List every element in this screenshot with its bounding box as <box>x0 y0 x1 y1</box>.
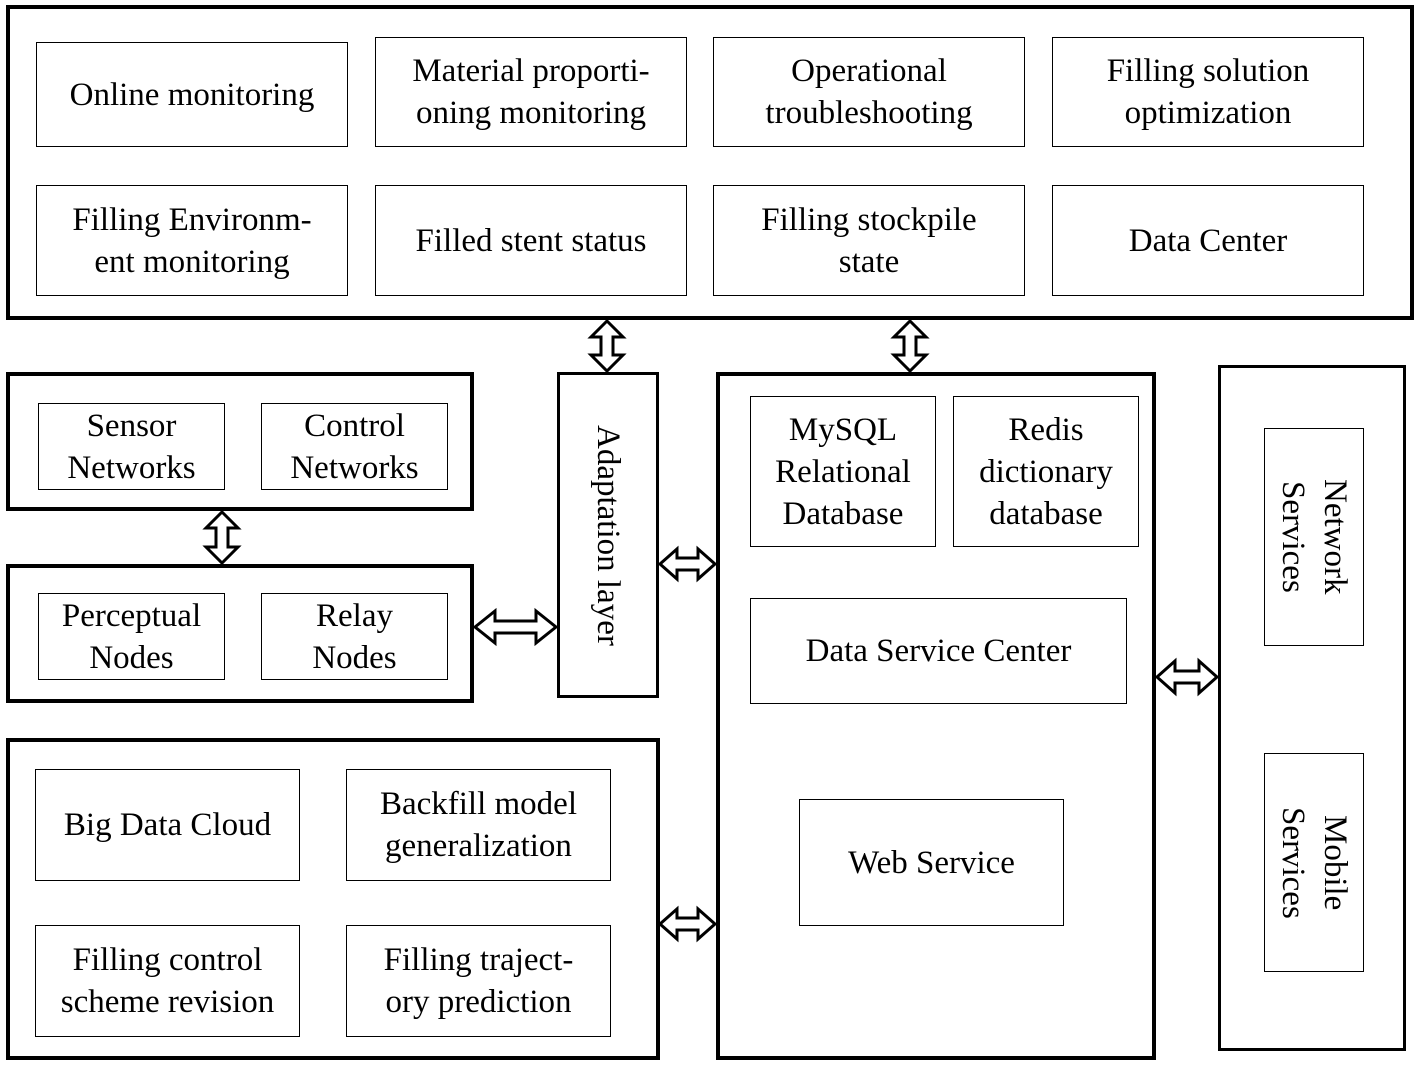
filled-stent-status-box: Filled stent status <box>375 185 687 296</box>
double-arrow-icon <box>1154 657 1220 697</box>
mobile-services-box: Mobile Services <box>1264 753 1364 972</box>
redis-database-box: Redis dictionary database <box>953 396 1139 547</box>
network-services-box: Network Services <box>1264 428 1364 646</box>
perceptual-nodes-box: Perceptual Nodes <box>38 593 225 680</box>
material-proportioning-monitoring-box: Material proporti- oning monitoring <box>375 37 687 147</box>
big-data-cloud-box: Big Data Cloud <box>35 769 300 881</box>
filling-environment-monitoring-box: Filling Environm- ent monitoring <box>36 185 348 296</box>
sensor-networks-box: Sensor Networks <box>38 403 225 490</box>
adaptation-layer-box: Adaptation layer <box>557 372 659 698</box>
double-arrow-icon <box>890 318 930 374</box>
web-service-box: Web Service <box>799 799 1064 926</box>
data-service-center-box: Data Service Center <box>750 598 1127 704</box>
control-networks-box: Control Networks <box>261 403 448 490</box>
filling-stockpile-state-box: Filling stockpile state <box>713 185 1025 296</box>
relay-nodes-box: Relay Nodes <box>261 593 448 680</box>
online-monitoring-box: Online monitoring <box>36 42 348 147</box>
filling-control-scheme-revision-box: Filling control scheme revision <box>35 925 300 1037</box>
double-arrow-icon <box>657 545 718 583</box>
backfill-model-generalization-box: Backfill model generalization <box>346 769 611 881</box>
double-arrow-icon <box>587 318 627 374</box>
double-arrow-icon <box>472 607 559 647</box>
double-arrow-icon <box>202 509 242 566</box>
filling-solution-optimization-box: Filling solution optimization <box>1052 37 1364 147</box>
data-center-box: Data Center <box>1052 185 1364 296</box>
filling-trajectory-prediction-box: Filling traject- ory prediction <box>346 925 611 1037</box>
double-arrow-icon <box>657 905 718 943</box>
mysql-database-box: MySQL Relational Database <box>750 396 936 547</box>
operational-troubleshooting-box: Operational troubleshooting <box>713 37 1025 147</box>
